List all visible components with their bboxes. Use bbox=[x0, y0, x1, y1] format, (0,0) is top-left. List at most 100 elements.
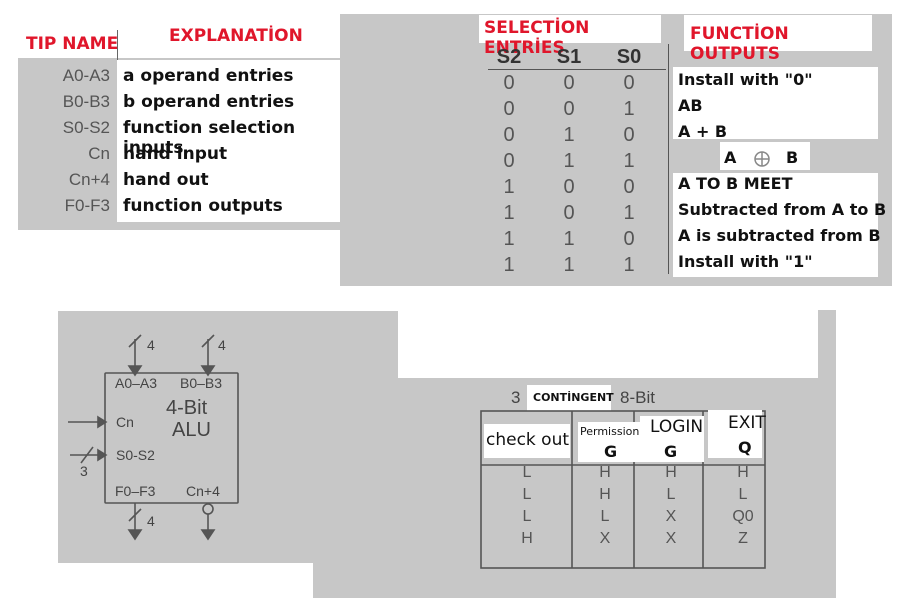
selection-bit-s0: 0 bbox=[623, 124, 635, 146]
selection-bit-s1: 1 bbox=[563, 124, 575, 146]
truth-cell: L bbox=[522, 486, 532, 503]
pin-explanation: function selection inputs bbox=[123, 118, 296, 158]
col-header-s1: S1 bbox=[556, 46, 582, 68]
function-output: A TO B MEET bbox=[678, 174, 793, 193]
col-header-permission: Permission bbox=[580, 425, 640, 438]
function-outputs-box bbox=[673, 67, 878, 139]
function-output: Install with "1" bbox=[678, 252, 813, 271]
function-header: FUNCTİON OUTPUTS bbox=[690, 24, 789, 64]
selection-bit-s2: 0 bbox=[503, 124, 515, 146]
selection-bit-s1: 0 bbox=[563, 72, 575, 94]
selection-bit-s1: 1 bbox=[563, 254, 575, 276]
alu-port-s: S0-S2 bbox=[116, 447, 155, 463]
pin-name: A0-A3 bbox=[62, 66, 110, 85]
selection-bit-s0: 1 bbox=[623, 98, 635, 120]
xor-icon bbox=[752, 149, 772, 174]
col-header-box bbox=[484, 424, 570, 458]
bus-width-b: 4 bbox=[218, 337, 226, 353]
col-header-exit-sym: Q bbox=[738, 438, 752, 457]
truth-cell: L bbox=[522, 464, 532, 481]
selection-bit-s0: 0 bbox=[623, 176, 635, 198]
tristate-title: 3 bbox=[511, 388, 520, 408]
function-output: Install with "0" bbox=[678, 70, 813, 89]
truth-cell: L bbox=[522, 508, 532, 525]
selection-bit-s1: 0 bbox=[563, 202, 575, 224]
selection-bit-s2: 1 bbox=[503, 254, 515, 276]
alu-title-2: ALU bbox=[172, 419, 211, 441]
alu-port-cn4: Cn+4 bbox=[186, 483, 220, 499]
alu-port-b: B0–B3 bbox=[180, 375, 223, 391]
truth-cell: L bbox=[738, 486, 748, 503]
bus-width-s: 3 bbox=[80, 463, 88, 479]
selection-bit-s2: 0 bbox=[503, 98, 515, 120]
col-header-box bbox=[578, 422, 640, 462]
alu-diagram: 4 4 A0–A3 B0–B3 4-Bit ALU Cn S0-S2 3 F0–… bbox=[58, 311, 398, 563]
alu-port-cn: Cn bbox=[116, 414, 134, 430]
pin-explanation: function outputs bbox=[123, 196, 283, 216]
pin-explanation-column: a operand entries b operand entries func… bbox=[117, 60, 352, 222]
function-outputs-box bbox=[673, 173, 878, 277]
function-output: AB bbox=[678, 96, 703, 115]
alu-port-f: F0–F3 bbox=[115, 483, 156, 499]
selection-bit-s0: 0 bbox=[623, 72, 635, 94]
bus-width-a: 4 bbox=[147, 337, 155, 353]
truth-cell: L bbox=[666, 486, 676, 503]
function-outputs-column: Install with "0" AB A + B A B A TO B MEE… bbox=[674, 68, 887, 278]
col-header-box bbox=[640, 416, 704, 462]
pin-name: Cn+4 bbox=[68, 170, 110, 189]
truth-cell: L bbox=[600, 508, 610, 525]
tip-name-header: TIP NAME bbox=[26, 34, 119, 54]
selection-bit-s0: 1 bbox=[623, 254, 635, 276]
truth-cell: H bbox=[599, 464, 611, 481]
pin-name: F0-F3 bbox=[64, 196, 110, 215]
pin-name-column: A0-A3 B0-B3 S0-S2 Cn Cn+4 F0-F3 bbox=[18, 60, 118, 222]
alu-port-a: A0–A3 bbox=[115, 375, 158, 391]
col-header-exit: EXIT bbox=[728, 413, 766, 433]
pin-explanation: b operand entries bbox=[123, 92, 295, 112]
function-output: A is subtracted from B bbox=[678, 226, 881, 245]
truth-cell: X bbox=[665, 508, 677, 525]
selection-bit-s2: 1 bbox=[503, 176, 515, 198]
function-header-box: FUNCTİON OUTPUTS bbox=[684, 15, 872, 64]
pin-explanation-box bbox=[117, 60, 352, 222]
explanation-header: EXPLANATİON bbox=[169, 26, 303, 46]
selection-header-box: SELECTİON ENTRİES bbox=[479, 15, 661, 58]
tristate-title-badge-box: CONTİNGENT bbox=[527, 385, 614, 411]
selection-bit-s1: 1 bbox=[563, 228, 575, 250]
truth-cell: H bbox=[599, 486, 611, 503]
pin-explanation: hand out bbox=[123, 170, 209, 190]
truth-cell: Z bbox=[738, 530, 748, 547]
selection-bit-s2: 1 bbox=[503, 228, 515, 250]
col-header-login-sym: G bbox=[664, 442, 678, 461]
tristate-title-badge: CONTİNGENT bbox=[533, 391, 614, 404]
bus-width-f: 4 bbox=[147, 513, 155, 529]
truth-cell: H bbox=[737, 464, 749, 481]
pin-name: S0-S2 bbox=[62, 118, 110, 137]
selection-bit-s0: 1 bbox=[623, 150, 635, 172]
function-output: Subtracted from A to B bbox=[678, 200, 887, 219]
tristate-title-suffix: 8-Bit bbox=[620, 388, 655, 407]
tip-divider bbox=[117, 30, 118, 60]
selection-bit-s2: 0 bbox=[503, 72, 515, 94]
truth-cell: X bbox=[599, 530, 611, 547]
tristate-panel-edge bbox=[818, 310, 836, 598]
selection-header: SELECTİON ENTRİES bbox=[484, 18, 590, 58]
selection-bit-s1: 0 bbox=[563, 176, 575, 198]
col-header-login: LOGIN bbox=[650, 417, 704, 437]
truth-cell: X bbox=[665, 530, 677, 547]
pin-name: Cn bbox=[88, 144, 110, 163]
truth-cell: H bbox=[521, 530, 533, 547]
selection-bit-s1: 1 bbox=[563, 150, 575, 172]
col-header-checkout: check out bbox=[486, 430, 570, 450]
truth-cell: Q0 bbox=[732, 508, 754, 525]
col-header-s0: S0 bbox=[616, 46, 642, 68]
col-header-s2: S2 bbox=[496, 46, 522, 68]
selection-bit-s2: 0 bbox=[503, 150, 515, 172]
tristate-title-prefix: 3 bbox=[511, 388, 521, 407]
explanation-header-box: EXPLANATİON bbox=[119, 21, 359, 53]
vertical-separator bbox=[668, 44, 669, 274]
function-output-xor-a: A bbox=[724, 148, 737, 167]
